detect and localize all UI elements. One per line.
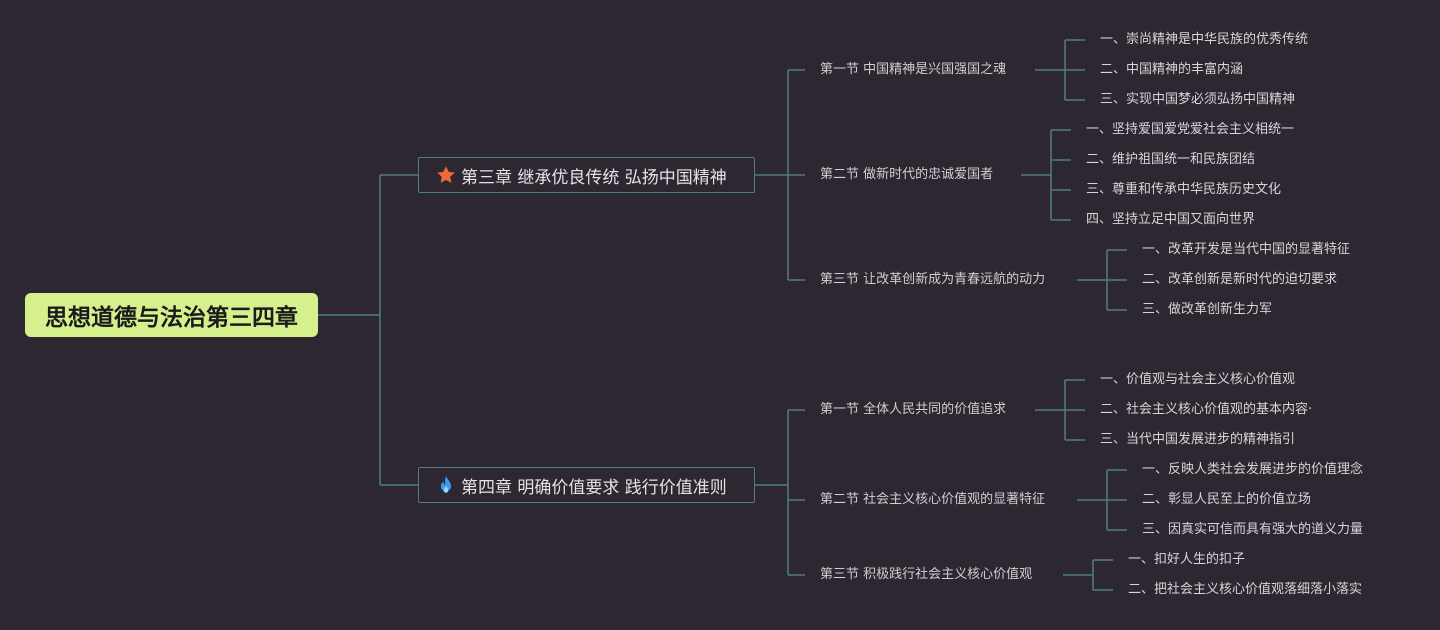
item-node[interactable]: 一、崇尚精神是中华民族的优秀传统 [1100, 32, 1309, 47]
item-node[interactable]: 四、坚持立足中国又面向世界 [1086, 212, 1256, 227]
item-node[interactable]: 二、把社会主义核心价值观落细落小落实 [1128, 582, 1363, 597]
item-node[interactable]: 二、彰显人民至上的价值立场 [1142, 492, 1312, 507]
chapter-label: 第四章 明确价值要求 践行价值准则 [461, 477, 727, 498]
item-node[interactable]: 三、实现中国梦必须弘扬中国精神 [1100, 92, 1296, 107]
item-node[interactable]: 二、改革创新是新时代的迫切要求 [1142, 272, 1338, 287]
item-node[interactable]: 一、扣好人生的扣子 [1128, 552, 1246, 567]
flame-icon [435, 474, 457, 496]
item-node[interactable]: 一、改革开发是当代中国的显著特征 [1142, 242, 1351, 257]
item-node[interactable]: 三、当代中国发展进步的精神指引 [1100, 432, 1296, 447]
item-node[interactable]: 三、尊重和传承中华民族历史文化 [1086, 182, 1282, 197]
item-node[interactable]: 一、价值观与社会主义核心价值观 [1100, 372, 1296, 387]
chapter-label: 第三章 继承优良传统 弘扬中国精神 [461, 167, 727, 188]
root-topic[interactable]: 思想道德与法治第三四章 [25, 293, 318, 337]
section-node[interactable]: 第一节 全体人民共同的价值追求 [820, 402, 1007, 417]
item-node[interactable]: 三、做改革创新生力军 [1142, 302, 1273, 317]
item-node[interactable]: 二、中国精神的丰富内涵 [1100, 62, 1244, 77]
chapter-node-3[interactable]: 第三章 继承优良传统 弘扬中国精神 [418, 157, 755, 193]
root-topic-label: 思想道德与法治第三四章 [45, 305, 298, 331]
section-node[interactable]: 第一节 中国精神是兴国强国之魂 [820, 62, 1007, 77]
star-icon [435, 164, 457, 186]
section-node[interactable]: 第二节 做新时代的忠诚爱国者 [820, 167, 994, 182]
section-node[interactable]: 第三节 让改革创新成为青春远航的动力 [820, 272, 1046, 287]
chapter-node-4[interactable]: 第四章 明确价值要求 践行价值准则 [418, 467, 755, 503]
section-node[interactable]: 第三节 积极践行社会主义核心价值观 [820, 567, 1033, 582]
item-node[interactable]: 一、反映人类社会发展进步的价值理念 [1142, 462, 1364, 477]
item-node[interactable]: 三、因真实可信而具有强大的道义力量 [1142, 522, 1364, 537]
item-node[interactable]: 二、社会主义核心价值观的基本内容· [1100, 402, 1313, 417]
item-node[interactable]: 二、维护祖国统一和民族团结 [1086, 152, 1256, 167]
section-node[interactable]: 第二节 社会主义核心价值观的显著特征 [820, 492, 1046, 507]
item-node[interactable]: 一、坚持爱国爱党爱社会主义相统一 [1086, 122, 1295, 137]
